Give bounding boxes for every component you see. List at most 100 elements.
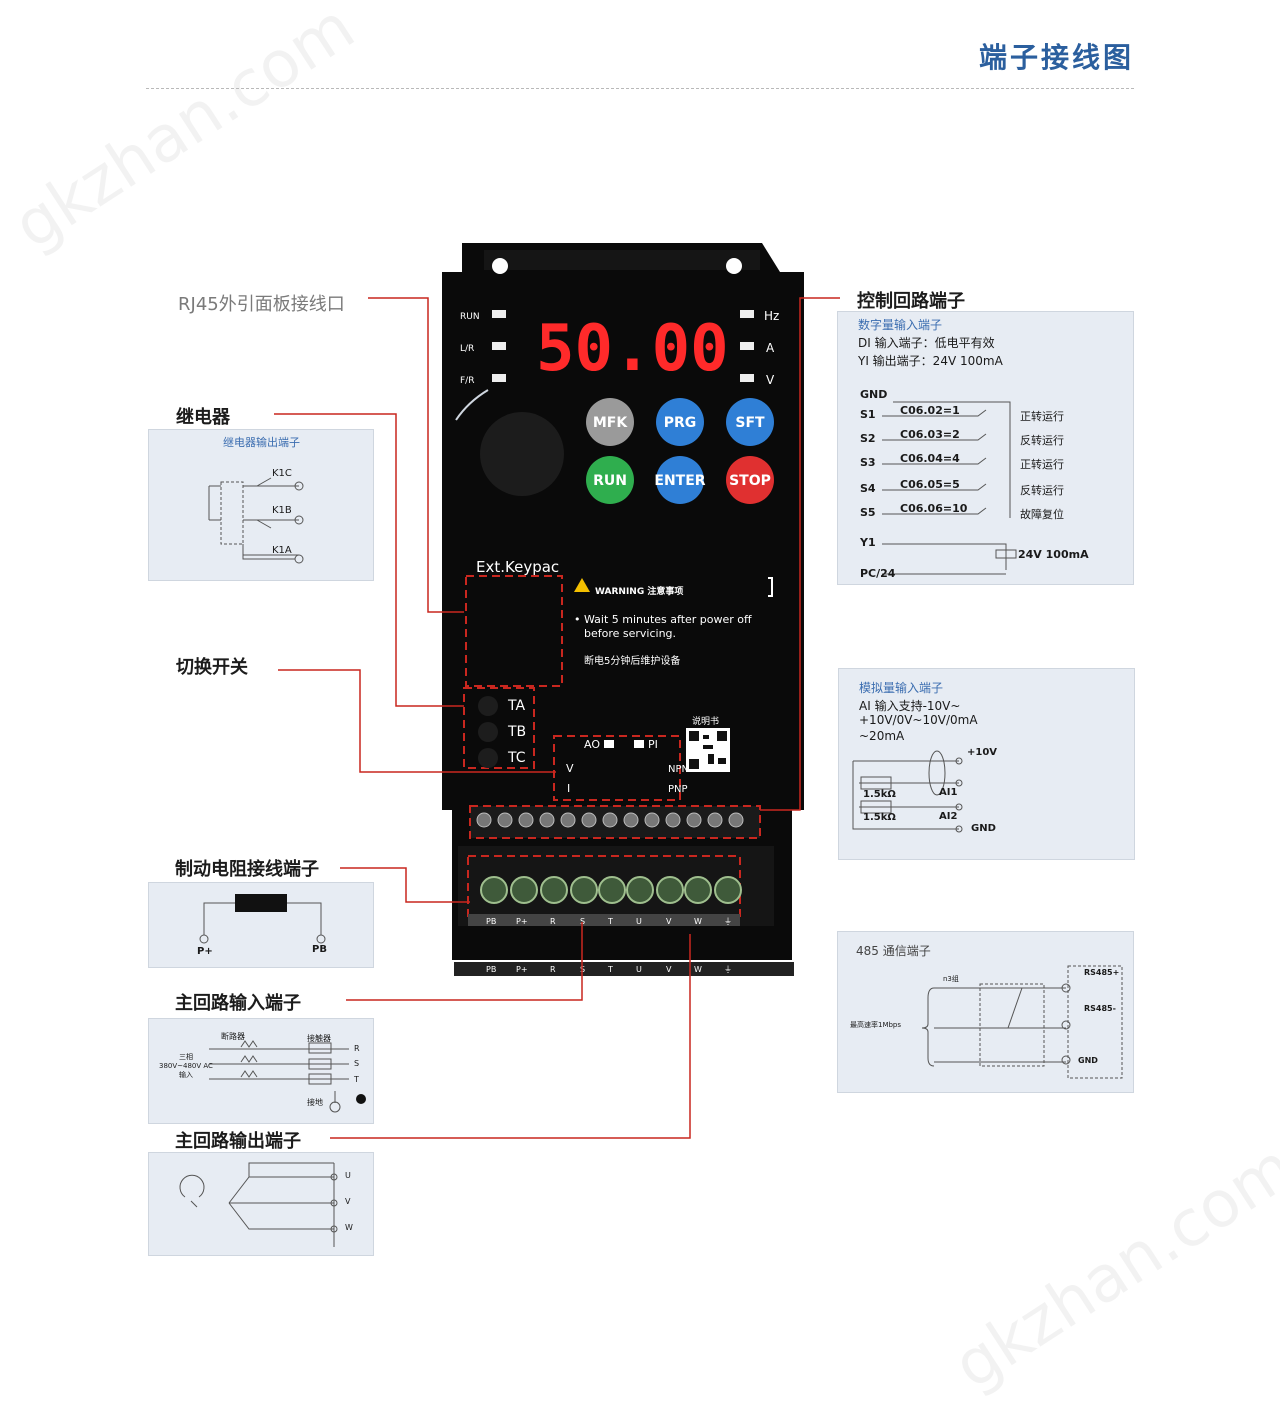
comm-speed: 最高速率1Mbps bbox=[850, 1021, 902, 1029]
comm-panel: 485 通信端子 n3组 最高速率1Mbps RS485+ RS485- GND bbox=[837, 931, 1134, 1093]
ext-keypad-port bbox=[465, 575, 563, 687]
relay-terminal-box bbox=[463, 687, 535, 769]
callout-relay: 继电器 bbox=[176, 407, 230, 428]
analog-line2: +10V/0V~10V/0mA bbox=[859, 713, 978, 727]
relay-tb: TB bbox=[507, 724, 526, 740]
analog-ai1: AI1 bbox=[939, 787, 958, 798]
warning-cn: 断电5分钟后维护设备 bbox=[584, 654, 680, 667]
analog-r1: 1.5kΩ bbox=[863, 789, 896, 800]
main-in-contactor: 接触器 bbox=[307, 1034, 331, 1043]
prg-button[interactable] bbox=[656, 398, 704, 446]
leader-main-in bbox=[346, 922, 583, 1001]
sft-label: SFT bbox=[735, 415, 765, 431]
term-r-lower: R bbox=[550, 965, 556, 974]
run-label: RUN bbox=[593, 473, 627, 489]
switch-ao: AO bbox=[584, 738, 600, 751]
switch-npn: NPN bbox=[668, 764, 689, 775]
main-in-panel: 断路器 接触器 三相 380V~480V AC 输入 R S T 接地 bbox=[148, 1018, 374, 1124]
digital-row-code: C06.05=5 bbox=[900, 478, 960, 491]
brake-p-plus: P+ bbox=[197, 946, 213, 957]
header-divider bbox=[146, 88, 1134, 89]
frequency-display: 50.00 bbox=[536, 312, 729, 386]
digital-line1: DI 输入端子：低电平有效 bbox=[858, 336, 995, 350]
comm-rs485p: RS485+ bbox=[1084, 968, 1120, 977]
digital-row-term: S5 bbox=[860, 506, 876, 519]
sft-button[interactable] bbox=[726, 398, 774, 446]
term-v-lower: V bbox=[666, 965, 672, 974]
leader-control bbox=[760, 297, 840, 811]
digital-row-code: C06.02=1 bbox=[900, 404, 960, 417]
manual-label: 说明书 bbox=[692, 715, 719, 727]
mfk-button[interactable] bbox=[586, 398, 634, 446]
relay-ta: TA bbox=[507, 698, 525, 714]
term-u-lower: U bbox=[636, 965, 642, 974]
term-p-plus: P+ bbox=[516, 917, 528, 926]
analog-p10v: +10V bbox=[967, 747, 998, 758]
enter-label: ENTER bbox=[654, 473, 705, 489]
main-in-t: T bbox=[354, 1075, 359, 1084]
speed-knob[interactable] bbox=[480, 412, 564, 496]
main-out-diagram bbox=[179, 1162, 338, 1247]
callout-control: 控制回路端子 bbox=[857, 291, 965, 312]
main-out-w: W bbox=[345, 1223, 353, 1232]
digital-row-term: S4 bbox=[860, 482, 876, 495]
term-u: U bbox=[636, 917, 642, 926]
term-w-lower: W bbox=[694, 965, 702, 974]
digital-row-term: S3 bbox=[860, 456, 876, 469]
digital-row-desc: 正转运行 bbox=[1020, 410, 1064, 423]
callout-switch: 切换开关 bbox=[176, 657, 248, 678]
enter-button[interactable] bbox=[656, 456, 704, 504]
digital-row-code: C06.03=2 bbox=[900, 428, 960, 441]
digital-gnd: GND bbox=[860, 388, 888, 401]
leader-brake bbox=[340, 867, 470, 903]
led-run-label: RUN bbox=[460, 312, 480, 322]
term-t-lower: T bbox=[607, 965, 613, 974]
term-s: S bbox=[580, 917, 585, 926]
callout-brake: 制动电阻接线端子 bbox=[175, 859, 319, 880]
comm-pair: n3组 bbox=[943, 975, 959, 983]
digital-pc24: PC/24 bbox=[860, 567, 896, 580]
digital-row-desc: 正转运行 bbox=[1020, 458, 1064, 471]
term-p-plus-lower: P+ bbox=[516, 965, 528, 974]
digital-title: 数字量输入端子 bbox=[858, 318, 943, 332]
inverter-device: RUN L/R F/R Hz A V 50.00 MFK PRG SFT RUN… bbox=[442, 243, 804, 976]
term-t: T bbox=[607, 917, 613, 926]
analog-gnd: GND bbox=[971, 823, 996, 834]
term-ground-lower: ⏚ bbox=[724, 965, 732, 974]
ext-keypad-label: Ext.Keypac bbox=[476, 558, 559, 576]
digital-row-desc: 故障复位 bbox=[1020, 508, 1064, 521]
page-title: 端子接线图 bbox=[978, 41, 1134, 74]
comm-title: 485 通信端子 bbox=[856, 944, 931, 958]
stop-label: STOP bbox=[729, 473, 771, 489]
relay-k1b: K1B bbox=[272, 505, 292, 516]
term-pb: PB bbox=[486, 917, 496, 926]
analog-r2: 1.5kΩ bbox=[863, 812, 896, 823]
switch-v: V bbox=[566, 762, 574, 775]
warning-text-1: • Wait 5 minutes after power off bbox=[574, 613, 752, 626]
term-v: V bbox=[666, 917, 672, 926]
callout-rj45: RJ45外引面板接线口 bbox=[178, 294, 345, 315]
term-r: R bbox=[550, 917, 556, 926]
main-out-u: U bbox=[345, 1171, 351, 1180]
mount-hole-left bbox=[492, 258, 508, 274]
relay-k1c: K1C bbox=[272, 468, 292, 479]
leader-rj45 bbox=[368, 297, 464, 613]
keypad-buttons: MFK PRG SFT RUN ENTER STOP bbox=[586, 398, 774, 504]
digital-y1-spec: 24V 100mA bbox=[1018, 548, 1089, 561]
analog-line1: AI 输入支持-10V~ bbox=[859, 699, 961, 713]
digital-line2: YI 输出端子：24V 100mA bbox=[858, 354, 1003, 368]
relay-k1a: K1A bbox=[272, 545, 292, 556]
comm-gnd: GND bbox=[1078, 1056, 1098, 1065]
warning-text-2: before servicing. bbox=[584, 627, 676, 640]
led-a-label: A bbox=[766, 341, 775, 355]
analog-line3: ~20mA bbox=[859, 729, 905, 743]
main-in-diagram bbox=[209, 1040, 366, 1113]
stop-button[interactable] bbox=[726, 456, 774, 504]
main-in-ground: 接地 bbox=[307, 1098, 323, 1107]
main-in-breaker: 断路器 bbox=[221, 1032, 245, 1041]
led-v-label: V bbox=[766, 373, 775, 387]
run-button[interactable] bbox=[586, 456, 634, 504]
relay-panel: 继电器输出端子 K1C K1B K1A bbox=[148, 429, 374, 581]
leader-lines bbox=[274, 297, 840, 1139]
main-in-supply: 三相 380V~480V AC 输入 bbox=[159, 1053, 213, 1079]
